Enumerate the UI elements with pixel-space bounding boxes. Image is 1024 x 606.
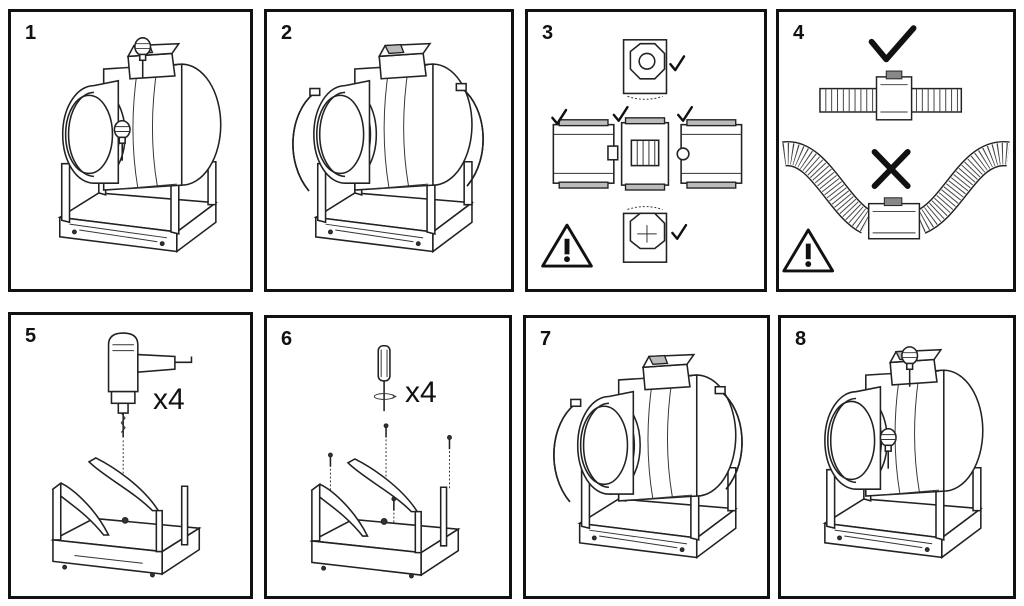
step-1-panel: 1	[8, 9, 253, 292]
step-number: 4	[793, 22, 805, 44]
multiplier-label: x4	[405, 376, 437, 409]
drill-stand-icon	[50, 332, 202, 578]
step-8-panel: 8	[778, 315, 1016, 599]
cross-icon	[871, 149, 911, 190]
step-number: 2	[281, 22, 293, 44]
fan-with-clamps-icon	[553, 353, 743, 559]
step-number: 5	[25, 325, 37, 347]
step-7-panel: 7	[523, 315, 770, 599]
straight-duct-icon	[819, 70, 963, 121]
screws-icon	[327, 423, 452, 538]
step-6-panel: 6 x4	[264, 315, 512, 599]
step-number: 1	[25, 22, 37, 44]
screwdriver-icon	[373, 344, 397, 412]
bent-duct-icon	[782, 141, 1010, 240]
drill-icon	[107, 332, 193, 487]
step-number: 8	[795, 328, 807, 350]
warning-icon	[782, 228, 835, 273]
step-number: 7	[540, 328, 552, 350]
screwdriver-stand-icon	[309, 344, 461, 579]
step-3-panel: 3	[525, 9, 767, 292]
fan-with-clamps-icon	[292, 42, 484, 253]
duct-installation-icon	[782, 25, 1010, 273]
fan-on-stand-icon	[824, 346, 984, 559]
step-number: 6	[281, 328, 293, 350]
step-4-panel: 4	[776, 9, 1016, 292]
checkmark-icon	[868, 25, 917, 63]
mounting-stand-icon	[309, 458, 461, 579]
step-5-panel: 5 x4	[8, 312, 253, 599]
step-number: 3	[542, 22, 554, 44]
mounting-stand-icon	[50, 457, 202, 578]
orientation-views-icon	[541, 39, 743, 268]
multiplier-label: x4	[153, 383, 185, 416]
fan-on-stand-icon	[58, 37, 222, 253]
step-2-panel: 2	[264, 9, 514, 292]
warning-icon	[541, 223, 593, 268]
